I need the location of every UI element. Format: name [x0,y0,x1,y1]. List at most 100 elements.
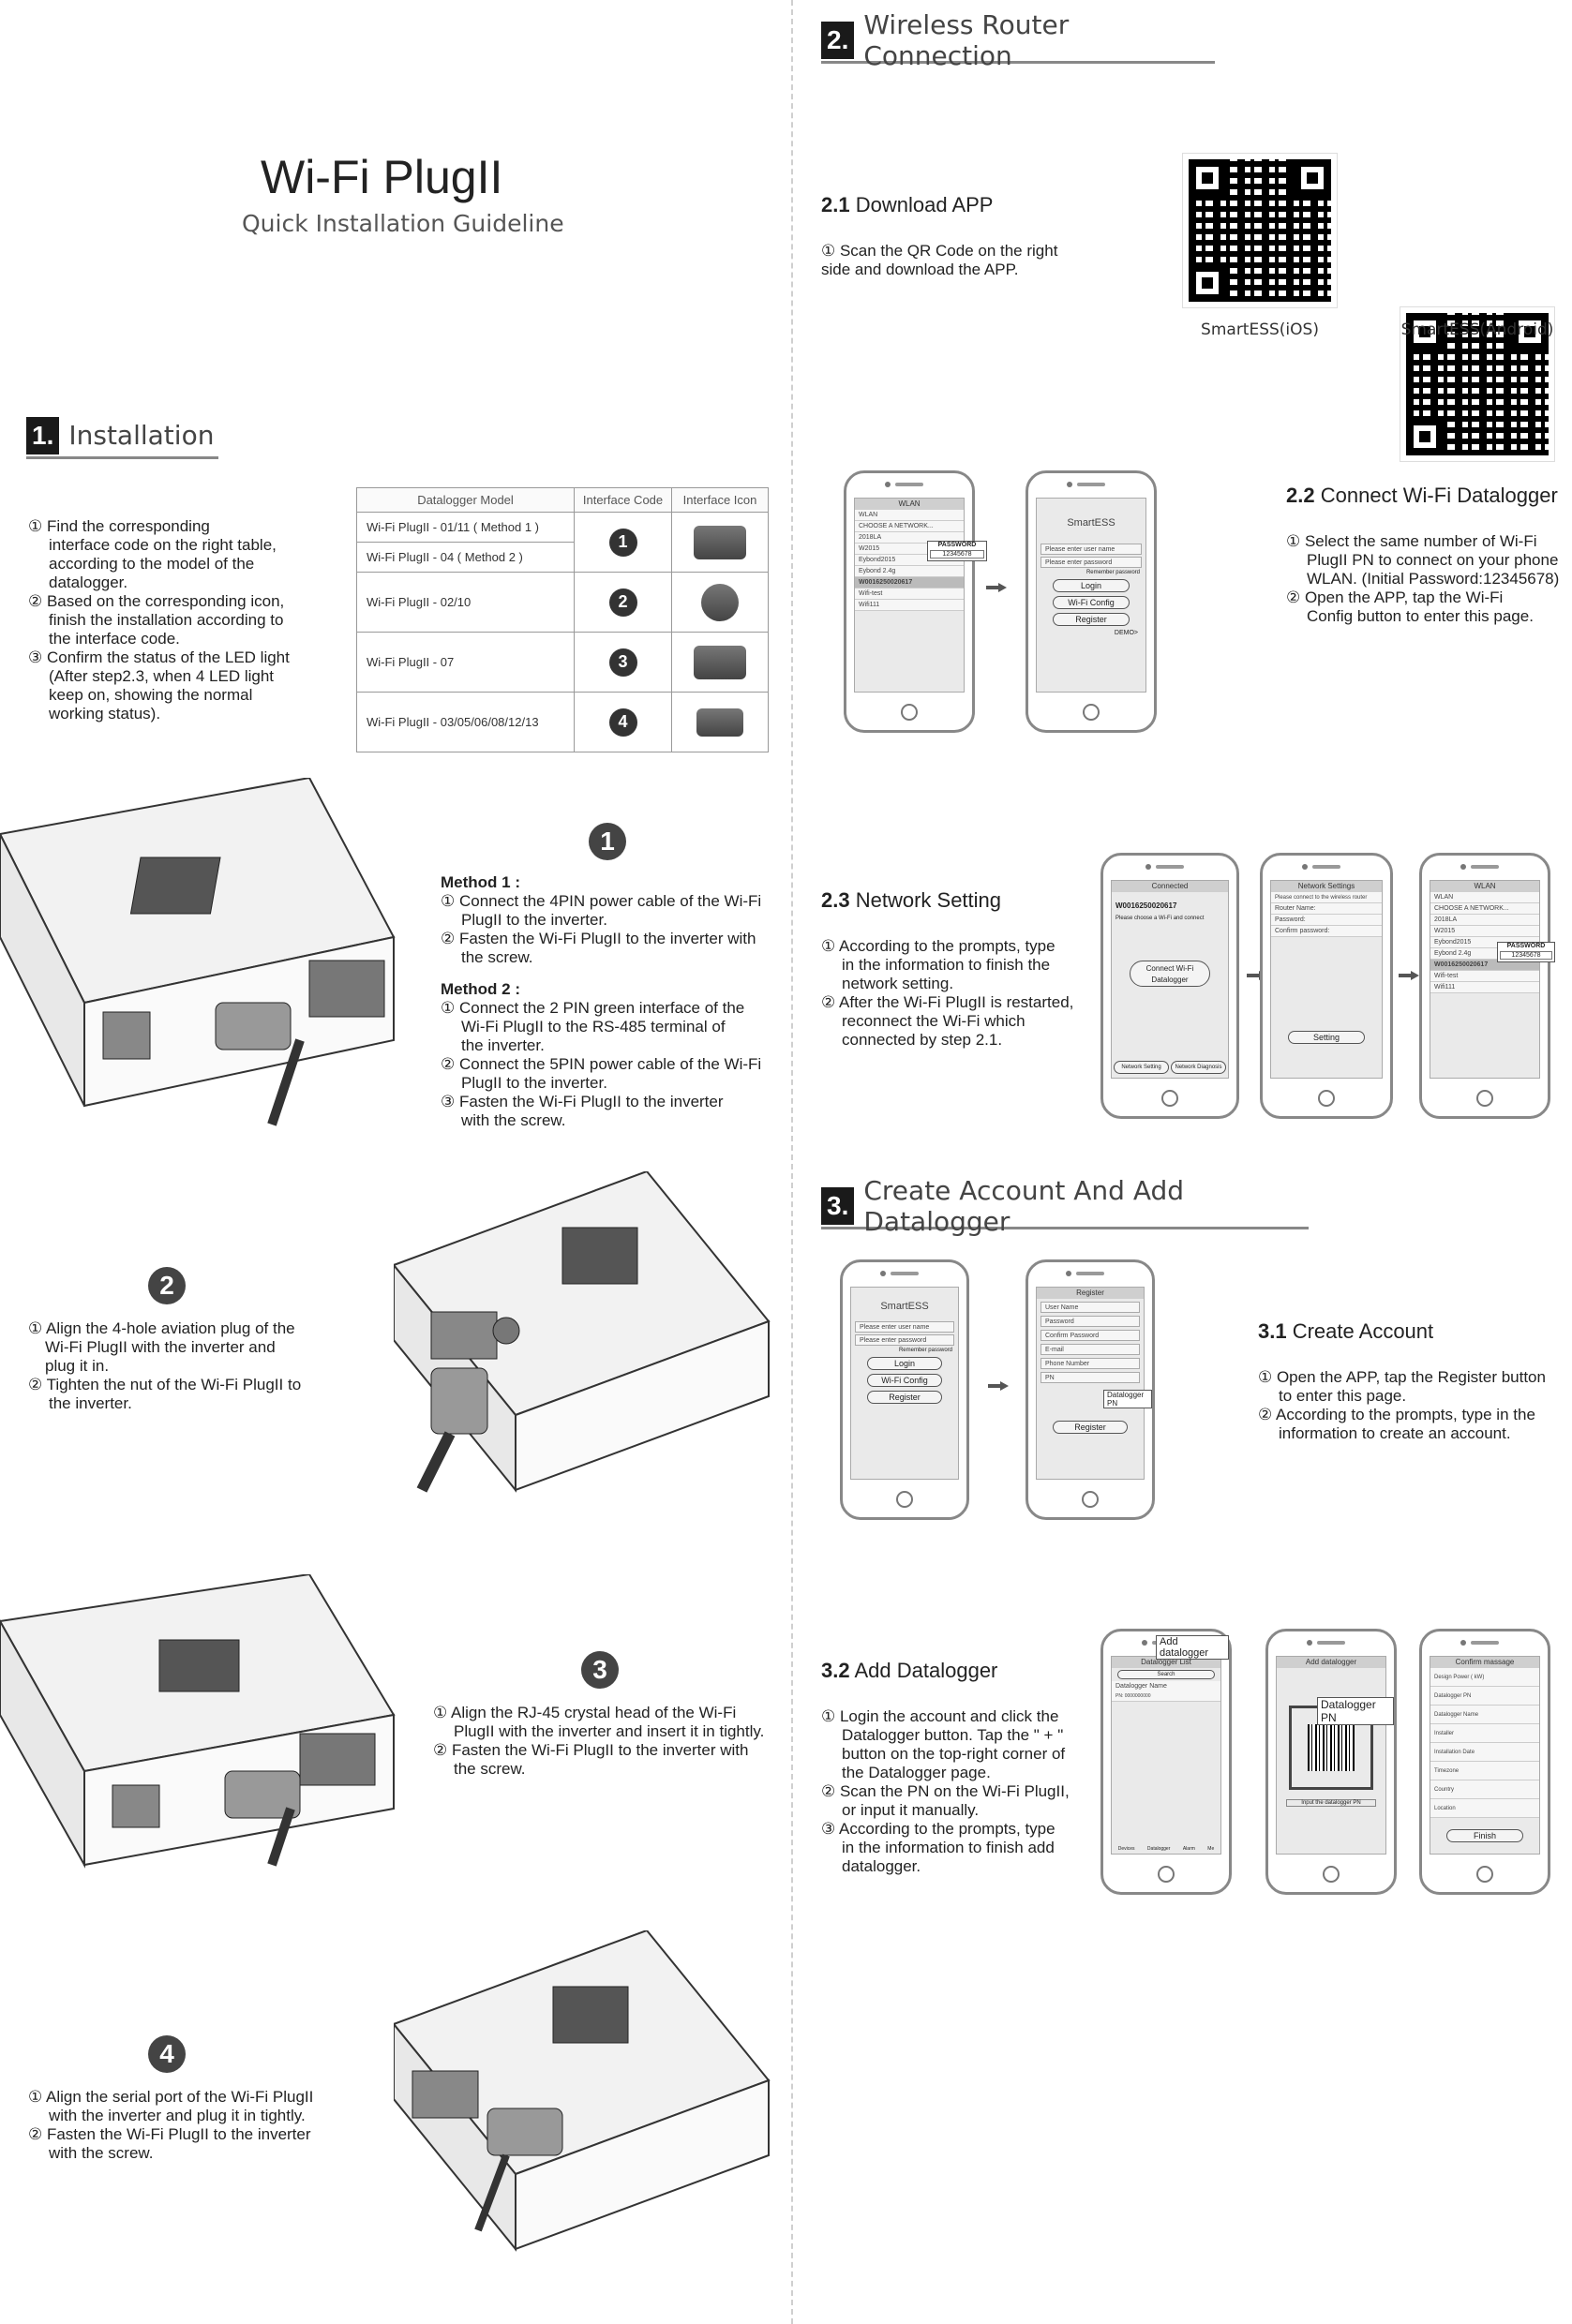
subsection-number: 2.1 [821,193,850,216]
tab-alarm[interactable]: Alarm [1182,1846,1195,1852]
register-field[interactable]: E-mail [1041,1344,1140,1355]
datalogger-model-table: Datalogger Model Interface Code Interfac… [356,487,769,752]
table-header: Interface Icon [671,487,769,513]
method-number-badge: 2 [148,1267,186,1304]
instruction-line: ② After the Wi-Fi PlugII is restarted, [821,993,1074,1011]
wifi-row[interactable]: Wifi-test [855,588,964,600]
tab-devices[interactable]: Devices [1117,1846,1135,1852]
username-input[interactable]: Please enter user name [1041,544,1142,555]
confirm-field[interactable]: Country [1430,1780,1539,1799]
screen-title: Add datalogger [1277,1657,1385,1668]
method-instructions: Method 1 : ① Connect the 4PIN power cabl… [441,873,778,1130]
manual-input-link[interactable]: Input the datalogger PN [1286,1799,1376,1807]
instruction-line: the inverter. [461,1036,545,1054]
register-button[interactable]: Register [1053,613,1130,626]
instruction-line: ① Align the serial port of the Wi-Fi Plu… [28,2088,314,2106]
register-submit-button[interactable]: Register [1053,1421,1128,1434]
wifi-config-button[interactable]: Wi-Fi Config [867,1374,942,1387]
finish-button[interactable]: Finish [1446,1829,1523,1842]
confirm-field[interactable]: Installation Date [1430,1743,1539,1762]
instruction-line: button on the top-right corner of [842,1745,1066,1763]
router-confirm-field[interactable]: Confirm password: [1271,926,1382,937]
section-title: Create Account And Add Datalogger [863,1174,1185,1237]
instruction-line: PlugII to the inverter. [461,911,607,929]
confirm-field[interactable]: Installer [1430,1724,1539,1743]
wifi-row[interactable]: WLAN [1430,892,1539,903]
instruction-line: ① Open the APP, tap the Register button [1258,1368,1546,1386]
method-instructions: ① Align the serial port of the Wi-Fi Plu… [28,2088,347,2163]
wifi-row[interactable]: WLAN [855,510,964,521]
router-password-field[interactable]: Password: [1271,915,1382,926]
login-button[interactable]: Login [1053,579,1130,592]
confirm-field[interactable]: Location [1430,1799,1539,1818]
tab-me[interactable]: Me [1207,1846,1215,1852]
interface-code-badge: 2 [608,588,637,617]
password-field[interactable]: 12345678 [930,550,984,559]
register-field[interactable]: PN [1041,1372,1140,1383]
app-brand: SmartESS [1067,517,1115,529]
tab-datalogger[interactable]: Datalogger [1146,1846,1171,1852]
instruction-line: Config button to enter this page. [1307,607,1534,625]
confirm-field[interactable]: Datalogger Name [1430,1706,1539,1724]
step-line: interface code on the right table, [49,536,277,554]
instruction-line: information to create an account. [1279,1424,1511,1442]
instruction-line: PlugII with the inverter and insert it i… [454,1722,765,1740]
wifi-row[interactable]: Wifi111 [855,600,964,611]
connect-instructions: ① Select the same number of Wi-Fi PlugII… [1286,532,1567,626]
section-number: 3. [821,1186,855,1225]
instruction-line: in the information to finish add [842,1839,1055,1856]
register-field[interactable]: User Name [1041,1302,1140,1313]
step-line: finish the installation according to [49,611,284,629]
confirm-field[interactable]: Design Power ( kW) [1430,1668,1539,1687]
wifi-row-selected[interactable]: W0016250020617 [1430,960,1539,971]
password-popup: PASSWORD 12345678 [1497,942,1555,962]
password-input[interactable]: Please enter password [1041,557,1142,568]
remember-password[interactable]: Remember password [898,1348,952,1353]
method-instructions: ① Align the RJ-45 crystal head of the Wi… [433,1704,789,1779]
subsection-3-1-heading: 3.1 Create Account [1258,1319,1433,1344]
screen-title: Connected [1112,881,1228,892]
demo-link[interactable]: DEMO> [1114,630,1138,636]
register-field[interactable]: Confirm Password [1041,1330,1140,1341]
password-label: PASSWORD [937,542,977,548]
inverter-method2-illustration [394,1171,771,1493]
confirm-field[interactable]: Timezone [1430,1762,1539,1780]
register-field[interactable]: Phone Number [1041,1358,1140,1369]
search-input[interactable]: Search [1116,1670,1216,1679]
register-field[interactable]: Password [1041,1316,1140,1327]
network-instructions: ① According to the prompts, type in the … [821,937,1084,1050]
subsection-2-2-heading: 2.2 Connect Wi-Fi Datalogger [1286,484,1558,508]
wifi-row[interactable]: Wifi-test [1430,971,1539,982]
method-number-badge: 3 [581,1651,619,1689]
wifi-config-button[interactable]: Wi-Fi Config [1053,596,1130,609]
instruction-line: Datalogger button. Tap the " + " [842,1726,1064,1744]
confirm-field[interactable]: Datalogger PN [1430,1687,1539,1706]
remember-password[interactable]: Remember password [1085,570,1140,575]
instruction-line: ③ According to the prompts, type [821,1820,1055,1838]
section-number: 2. [821,21,855,59]
phone-confirm-message-screen: Confirm massage Design Power ( kW) Datal… [1419,1629,1550,1895]
network-setting-tab[interactable]: Network Setting [1114,1061,1169,1074]
wifi-row-selected[interactable]: W0016250020617 [855,577,964,588]
screen-title: Datalogger List [1112,1657,1220,1668]
step-line: (After step2.3, when 4 LED light [49,667,275,685]
qr-code-ios [1182,153,1338,308]
instruction-line: ① Align the RJ-45 crystal head of the Wi… [433,1704,737,1721]
step-line: according to the model of the [49,555,255,573]
setting-button[interactable]: Setting [1287,1031,1366,1044]
connected-hint: Please choose a Wi-Fi and connect [1115,916,1205,921]
password-field[interactable]: 12345678 [1500,951,1552,960]
password-popup: PASSWORD 12345678 [927,541,987,561]
password-input[interactable]: Please enter password [855,1334,954,1346]
wifi-row[interactable]: W2015 [1430,926,1539,937]
network-diagnosis-tab[interactable]: Network Diagnosis [1171,1061,1226,1074]
wifi-row[interactable]: 2018LA [1430,915,1539,926]
router-name-field[interactable]: Router Name: [1271,903,1382,915]
datalogger-list-item[interactable]: Datalogger Name PN: 0000000000 [1112,1681,1220,1702]
wifi-row[interactable]: Eybond 2.4g [855,566,964,577]
login-button[interactable]: Login [867,1357,942,1370]
username-input[interactable]: Please enter user name [855,1321,954,1333]
wifi-row[interactable]: Wifi111 [1430,982,1539,993]
connect-datalogger-button[interactable]: Connect Wi-Fi Datalogger [1129,961,1211,987]
register-button[interactable]: Register [867,1391,942,1404]
